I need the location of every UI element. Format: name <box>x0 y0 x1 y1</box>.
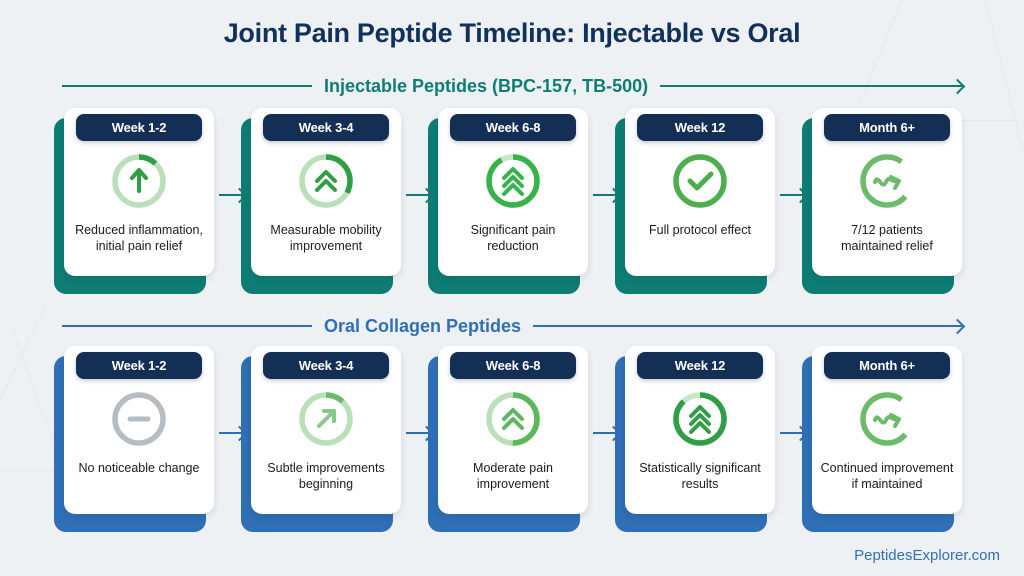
timeline-card[interactable]: Week 6-8 Moderate pain improvement <box>438 346 588 514</box>
step-badge: Week 3-4 <box>263 114 389 141</box>
double-chevron-up-icon <box>482 388 544 450</box>
timeline-card[interactable]: Week 6-8 Significant pain reduction <box>438 108 588 276</box>
arrow-right-icon <box>592 194 619 196</box>
step-badge: Week 1-2 <box>76 352 202 379</box>
step-badge: Week 1-2 <box>76 114 202 141</box>
arrow-right-icon <box>218 432 245 434</box>
section-rule-left <box>62 325 312 327</box>
section-rule-right-arrow <box>660 85 962 87</box>
timeline-step[interactable]: Week 12 Statistically significant result… <box>615 346 775 532</box>
section-rule-right-arrow <box>533 325 962 327</box>
timeline-step[interactable]: Week 1-2 No noticeable change <box>54 346 214 532</box>
timeline-step[interactable]: Month 6+ 7/12 patients maintained relief <box>802 108 962 294</box>
timeline-connector <box>775 108 810 294</box>
section-label-oral: Oral Collagen Peptides <box>324 315 522 336</box>
section-rule-left <box>62 85 312 87</box>
double-chevron-up-icon <box>295 150 357 212</box>
refresh-wave-icon <box>856 150 918 212</box>
step-badge: Week 6-8 <box>450 352 576 379</box>
arrow-right-icon <box>405 194 432 196</box>
timeline-step[interactable]: Week 6-8 Moderate pain improvement <box>428 346 588 532</box>
timeline-row-injectable: Week 1-2 Reduced inflammation, initial p… <box>54 108 962 294</box>
arrow-diagonal-up-icon <box>295 388 357 450</box>
timeline-step[interactable]: Week 1-2 Reduced inflammation, initial p… <box>54 108 214 294</box>
site-watermark: PeptidesExplorer.com <box>854 547 1000 564</box>
step-description: Subtle improvements beginning <box>267 461 385 491</box>
step-badge: Week 12 <box>637 114 763 141</box>
timeline-connector <box>775 346 810 532</box>
triple-chevron-up-icon <box>669 388 731 450</box>
timeline-step[interactable]: Week 3-4 Measurable mobility improvement <box>241 108 401 294</box>
timeline-step[interactable]: Month 6+ Continued improvement if mainta… <box>802 346 962 532</box>
timeline-card[interactable]: Month 6+ Continued improvement if mainta… <box>812 346 962 514</box>
page-title: Joint Pain Peptide Timeline: Injectable … <box>223 18 801 48</box>
timeline-step[interactable]: Week 3-4 Subtle improvements beginning <box>241 346 401 532</box>
timeline-card[interactable]: Month 6+ 7/12 patients maintained relief <box>812 108 962 276</box>
timeline-step[interactable]: Week 12 Full protocol effect <box>615 108 775 294</box>
timeline-card[interactable]: Week 1-2 Reduced inflammation, initial p… <box>64 108 214 276</box>
step-description: Significant pain reduction <box>470 223 556 253</box>
check-circle-icon <box>669 150 731 212</box>
arrow-right-icon <box>218 194 245 196</box>
timeline-connector <box>214 108 249 294</box>
timeline-connector <box>588 346 623 532</box>
arrow-right-icon <box>592 432 619 434</box>
arrow-right-icon <box>779 194 806 196</box>
step-description: No noticeable change <box>78 461 200 475</box>
section-header-injectable: Injectable Peptides (BPC-157, TB-500) <box>62 74 962 98</box>
step-description: Continued improvement if maintained <box>820 461 954 491</box>
step-description: Full protocol effect <box>649 223 751 237</box>
timeline-card[interactable]: Week 12 Full protocol effect <box>625 108 775 276</box>
arrow-right-icon <box>779 432 806 434</box>
section-label-injectable: Injectable Peptides (BPC-157, TB-500) <box>324 75 649 96</box>
step-description: Reduced inflammation, initial pain relie… <box>75 223 203 253</box>
step-badge: Week 12 <box>637 352 763 379</box>
section-header-oral: Oral Collagen Peptides <box>62 314 962 338</box>
arrow-up-icon <box>108 150 170 212</box>
timeline-step[interactable]: Week 6-8 Significant pain reduction <box>428 108 588 294</box>
step-description: Moderate pain improvement <box>473 461 553 491</box>
timeline-card[interactable]: Week 3-4 Subtle improvements beginning <box>251 346 401 514</box>
minus-circle-icon <box>108 388 170 450</box>
timeline-card[interactable]: Week 1-2 No noticeable change <box>64 346 214 514</box>
step-badge: Week 6-8 <box>450 114 576 141</box>
step-description: Statistically significant results <box>639 461 761 491</box>
timeline-card[interactable]: Week 12 Statistically significant result… <box>625 346 775 514</box>
triple-chevron-up-icon <box>482 150 544 212</box>
step-badge: Month 6+ <box>824 114 950 141</box>
step-description: 7/12 patients maintained relief <box>841 223 933 253</box>
step-badge: Week 3-4 <box>263 352 389 379</box>
arrow-right-icon <box>405 432 432 434</box>
step-badge: Month 6+ <box>824 352 950 379</box>
timeline-connector <box>401 108 436 294</box>
timeline-connector <box>214 346 249 532</box>
timeline-connector <box>401 346 436 532</box>
refresh-wave-icon <box>856 388 918 450</box>
timeline-row-oral: Week 1-2 No noticeable change Week 3-4 S… <box>54 346 962 532</box>
step-description: Measurable mobility improvement <box>270 223 382 253</box>
timeline-connector <box>588 108 623 294</box>
timeline-card[interactable]: Week 3-4 Measurable mobility improvement <box>251 108 401 276</box>
